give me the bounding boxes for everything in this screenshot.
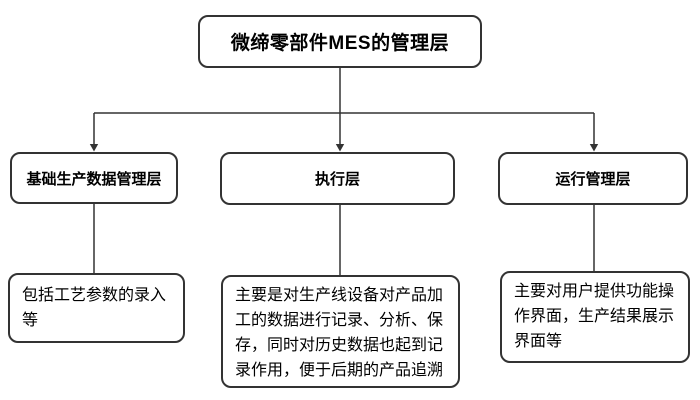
arrowhead-center bbox=[335, 144, 345, 152]
header-box-operation-layer: 运行管理层 bbox=[498, 152, 688, 205]
title-box: 微缔零部件MES的管理层 bbox=[198, 15, 482, 68]
header-text: 基础生产数据管理层 bbox=[26, 170, 162, 188]
detail-box-basic-data-layer: 包括工艺参数的录入等 bbox=[8, 273, 185, 343]
detail-box-execution-layer: 主要是对生产线设备对产品加工的数据进行记录、分析、保存，同时对历史数据也起到记录… bbox=[221, 275, 460, 388]
detail-box-operation-layer: 主要对用户提供功能操作界面，生产结果展示界面等 bbox=[500, 271, 690, 363]
detail-text: 包括工艺参数的录入等 bbox=[22, 287, 167, 329]
detail-text: 主要是对生产线设备对产品加工的数据进行记录、分析、保存，同时对历史数据也起到记录… bbox=[235, 287, 444, 379]
title-text: 微缔零部件MES的管理层 bbox=[230, 33, 450, 54]
arrowhead-right bbox=[589, 144, 599, 152]
header-box-basic-data-layer: 基础生产数据管理层 bbox=[10, 152, 178, 204]
arrowhead-left bbox=[89, 144, 99, 152]
header-text: 运行管理层 bbox=[555, 171, 631, 188]
header-text: 执行层 bbox=[314, 171, 360, 188]
detail-text: 主要对用户提供功能操作界面，生产结果展示界面等 bbox=[514, 283, 675, 350]
header-box-execution-layer: 执行层 bbox=[220, 152, 455, 205]
